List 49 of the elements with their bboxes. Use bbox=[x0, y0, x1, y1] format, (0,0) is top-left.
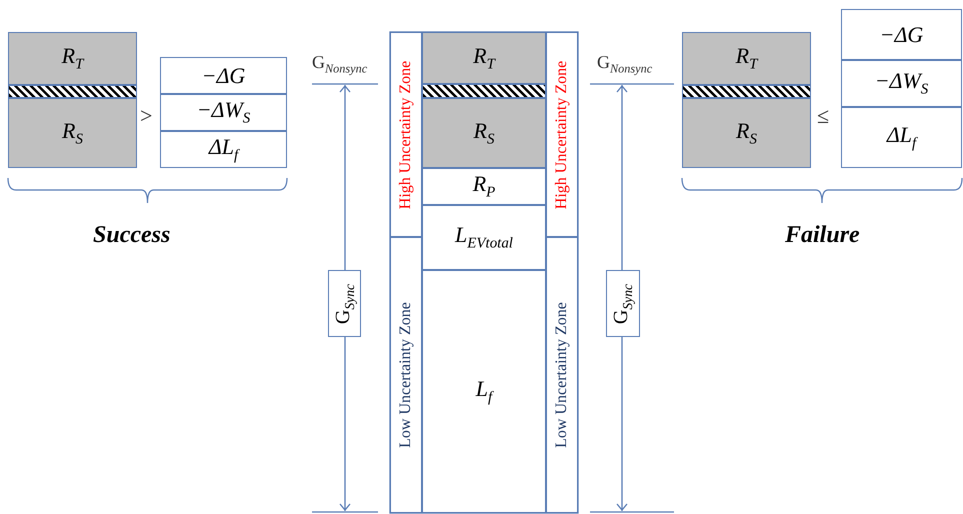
zone-label: Low Uncertainty Zone bbox=[553, 302, 571, 448]
gap-box bbox=[606, 270, 640, 337]
zone-band bbox=[390, 32, 422, 237]
comparison-sign: ≤ bbox=[817, 103, 830, 129]
term-box bbox=[841, 107, 962, 168]
block bbox=[682, 98, 811, 168]
outcome-label: Failure bbox=[785, 222, 860, 249]
hatched-band bbox=[422, 84, 546, 98]
outcome-label: Success bbox=[93, 222, 170, 249]
symbol-label: L$_{f}$ bbox=[476, 376, 492, 407]
block bbox=[422, 98, 546, 168]
symbol-label: ΔL$_{f}$ bbox=[208, 134, 238, 165]
symbol-label: ΔL$_{f}$ bbox=[886, 122, 916, 153]
block bbox=[8, 32, 137, 85]
comparison-sign: > bbox=[140, 103, 152, 129]
symbol-label: R$_{T}$ bbox=[473, 42, 495, 74]
term-box bbox=[841, 60, 962, 107]
symbol-label: −ΔG bbox=[202, 62, 246, 88]
symbol-label: L$_{EVtotal}$ bbox=[455, 222, 513, 253]
symbol-label: R$_{S}$ bbox=[474, 118, 494, 148]
hatched-band bbox=[682, 85, 811, 98]
symbol-label: R$_{P}$ bbox=[472, 171, 496, 202]
level-label: G$_{Nonsync}$ bbox=[597, 52, 652, 77]
layer-box bbox=[422, 270, 546, 513]
symbol-label: R$_{S}$ bbox=[736, 118, 757, 148]
zone-band bbox=[390, 237, 422, 513]
zone-band bbox=[546, 32, 578, 237]
block bbox=[682, 32, 811, 85]
symbol-label: R$_{T}$ bbox=[62, 43, 84, 74]
term-box bbox=[160, 57, 287, 94]
layer-box bbox=[422, 168, 546, 205]
level-label: G$_{Nonsync}$ bbox=[312, 52, 368, 77]
gap-box bbox=[328, 270, 361, 337]
term-box bbox=[160, 94, 287, 131]
term-box bbox=[160, 131, 287, 168]
symbol-label: R$_{T}$ bbox=[736, 43, 758, 74]
term-box bbox=[841, 9, 962, 60]
zone-label: High Uncertainty Zone bbox=[397, 60, 415, 209]
symbol-label: −ΔG bbox=[880, 22, 924, 48]
zone-band bbox=[546, 237, 578, 513]
zone-label: Low Uncertainty Zone bbox=[397, 302, 415, 448]
symbol-label: −ΔW$_{S}$ bbox=[874, 68, 928, 99]
zone-label: High Uncertainty Zone bbox=[553, 60, 571, 209]
symbol-label: R$_{S}$ bbox=[62, 118, 83, 148]
hatched-band bbox=[8, 85, 137, 98]
block bbox=[422, 32, 546, 84]
layer-box bbox=[422, 205, 546, 270]
symbol-label: −ΔW$_{S}$ bbox=[196, 97, 250, 128]
block bbox=[8, 98, 137, 168]
